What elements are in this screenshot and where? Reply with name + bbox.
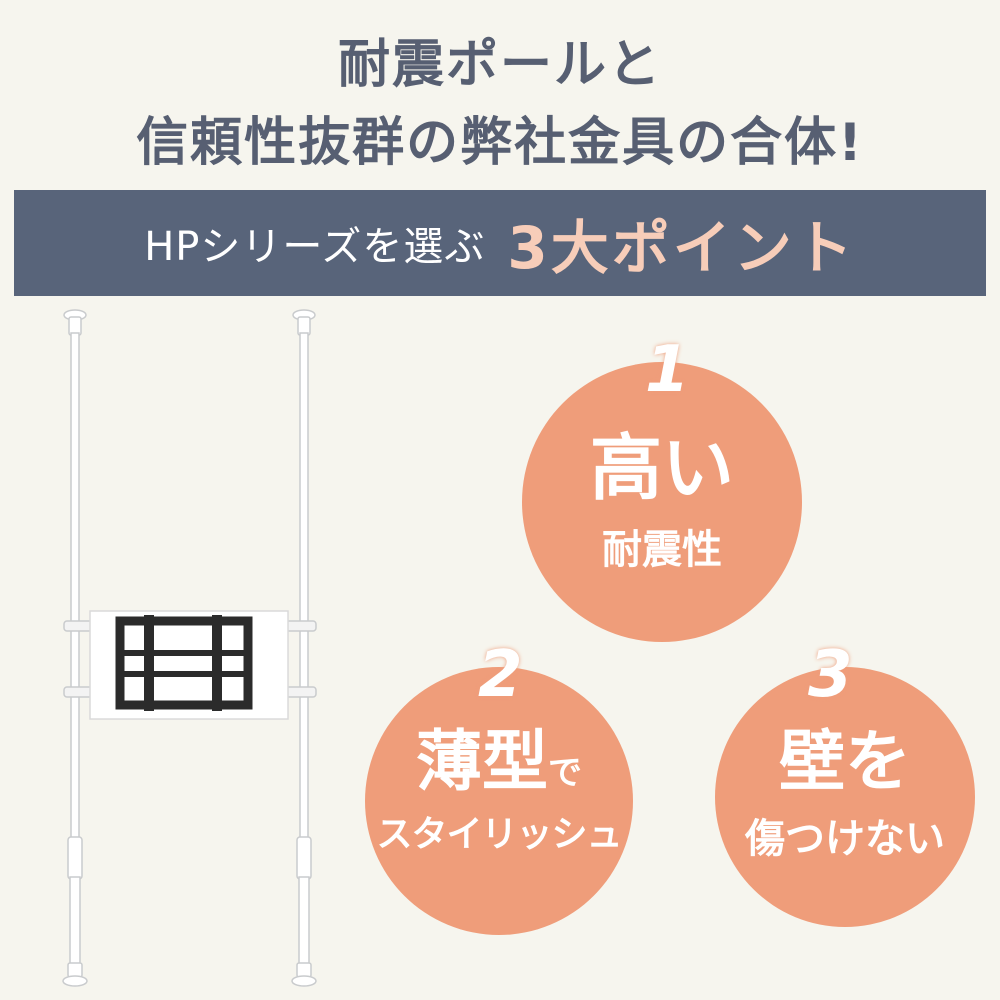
point-1-circle: 高い 耐震性 — [522, 362, 802, 642]
point-2-title: 薄型で — [365, 729, 633, 795]
point-2-subtitle: スタイリッシュ — [376, 814, 622, 855]
vesa-bracket — [115, 615, 253, 711]
banner-lead-text: HPシリーズを選ぶ — [144, 224, 486, 270]
point-3-number: 3 — [808, 638, 853, 712]
point-2-title-main: 薄型 — [416, 723, 548, 800]
banner-emphasis-text: 3大ポイント — [507, 214, 856, 282]
points-banner: HPシリーズを選ぶ 3大ポイント — [14, 190, 986, 296]
point-2-number: 2 — [478, 638, 523, 712]
point-1-subtitle: 耐震性 — [602, 527, 722, 573]
point-2-title-suffix: で — [548, 753, 582, 793]
point-3-title: 壁を — [779, 723, 911, 800]
right-pole — [291, 309, 317, 987]
left-pole — [62, 309, 88, 987]
point-1-title: 高い — [589, 426, 734, 510]
point-3-circle: 壁を 傷つけない — [715, 667, 975, 927]
headline-line-2: 信頼性抜群の弊社金具の合体! — [136, 113, 864, 173]
headline-line-1: 耐震ポールと — [337, 35, 662, 95]
point-1-number: 1 — [645, 333, 690, 407]
pole-tv-mount-illustration — [62, 309, 317, 987]
point-2-circle: 薄型で スタイリッシュ — [365, 667, 633, 935]
point-3-subtitle: 傷つけない — [745, 816, 945, 862]
